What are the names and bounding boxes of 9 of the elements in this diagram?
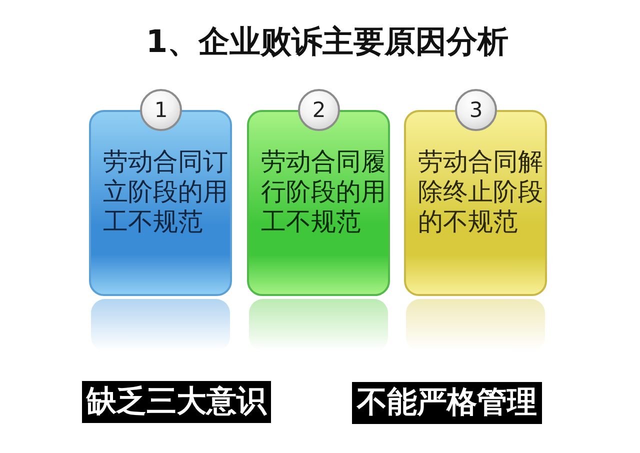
stage-text: 劳动合同履行阶段的用工不规范	[261, 147, 387, 237]
highlight-label: 缺乏三大意识	[82, 381, 271, 423]
step-number: 3	[455, 89, 497, 131]
stage-text: 劳动合同解除终止阶段的不规范	[418, 147, 544, 237]
stage-text: 劳动合同订立阶段的用工不规范	[103, 147, 229, 237]
step-number: 1	[140, 89, 182, 131]
step-number: 2	[298, 89, 340, 131]
highlight-label: 不能严格管理	[352, 382, 542, 424]
title: 1、企业败诉主要原因分析	[146, 23, 509, 62]
